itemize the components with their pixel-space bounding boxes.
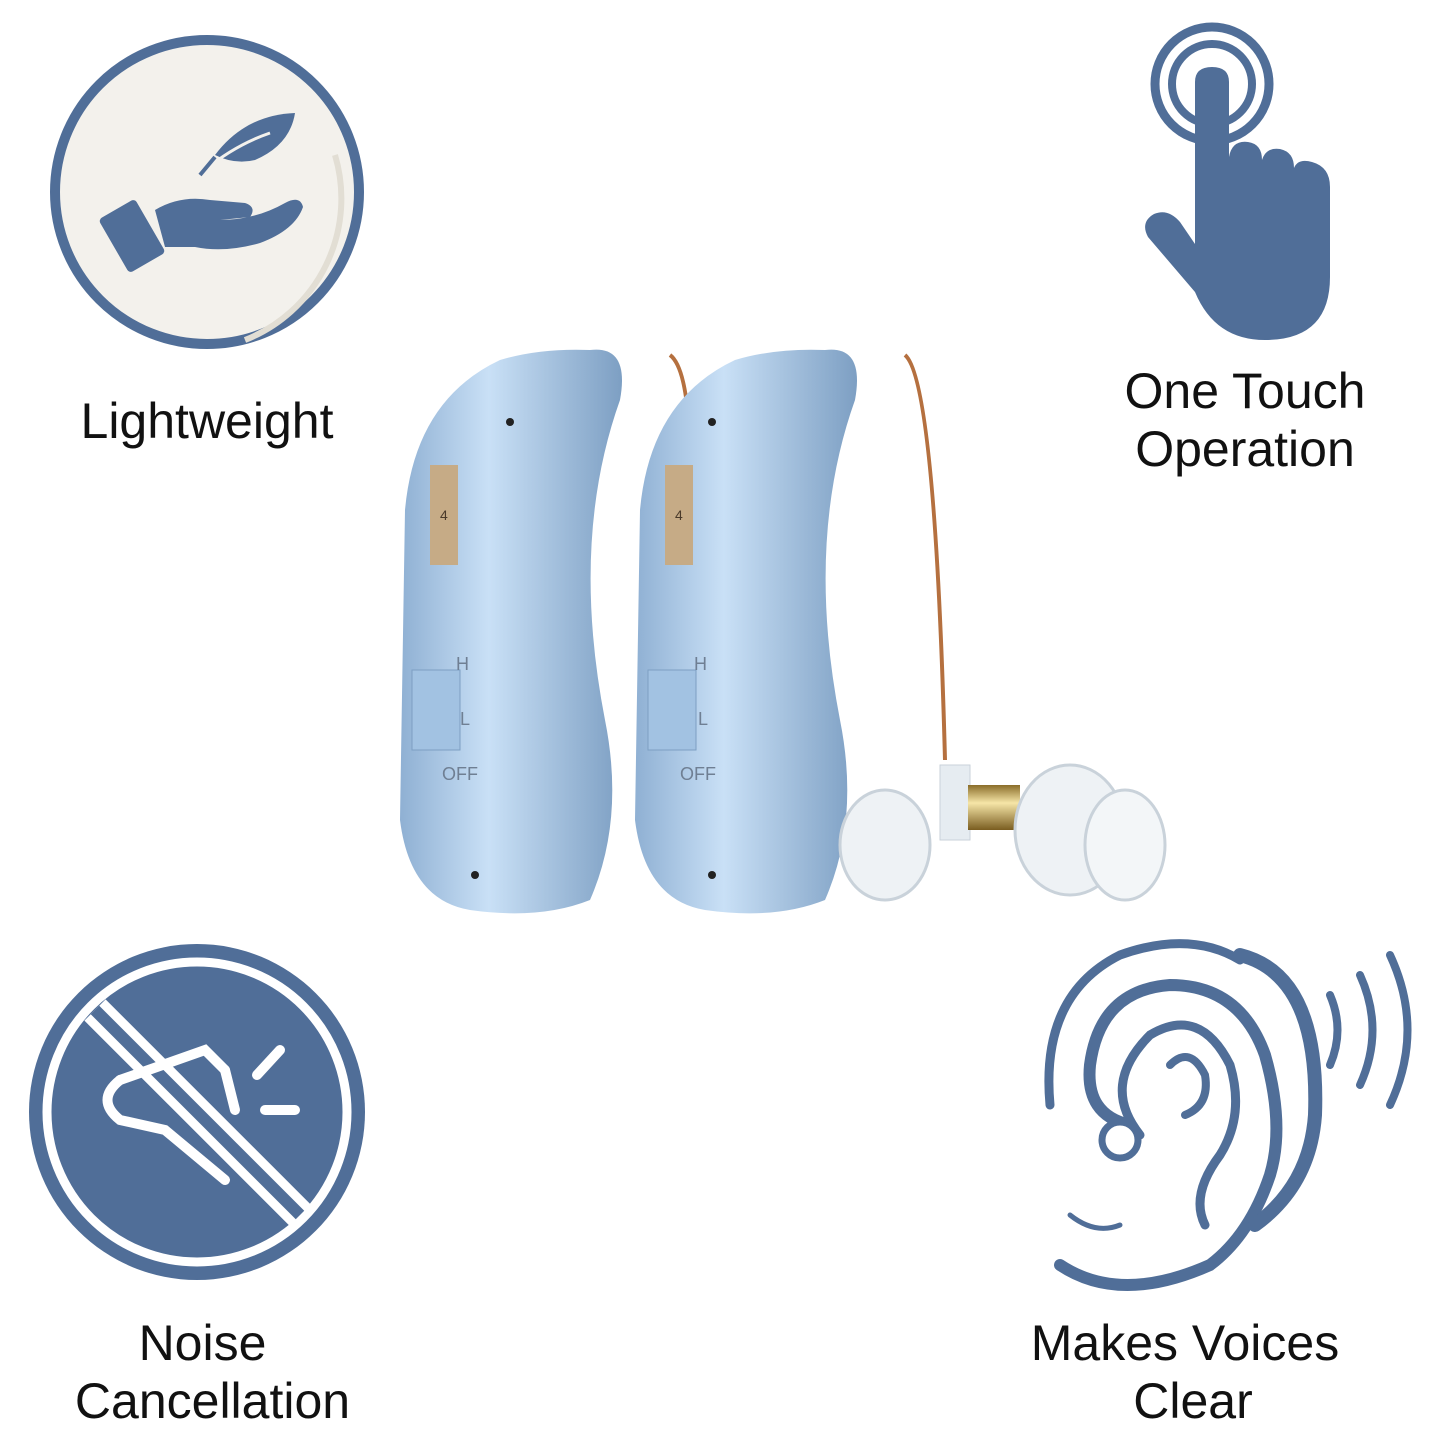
svg-text:L: L <box>460 709 470 729</box>
hand-feather-icon <box>50 35 364 349</box>
svg-text:4: 4 <box>675 507 683 523</box>
voices-label-line1: Makes Voices <box>1030 1315 1340 1371</box>
ear-hearing-aid-icon <box>1044 939 1412 1291</box>
svg-text:OFF: OFF <box>680 764 716 784</box>
noise-label-line1: Noise <box>138 1315 267 1371</box>
noise-label-line2: Cancellation <box>74 1373 351 1429</box>
svg-text:H: H <box>694 654 707 674</box>
lightweight-label: Lightweight <box>80 393 334 449</box>
svg-text:L: L <box>698 709 708 729</box>
one-touch-label-line1: One Touch <box>1124 363 1366 419</box>
hearing-aids-product-image: 4 H L OFF 4 H L OFF <box>400 349 1167 914</box>
svg-text:H: H <box>456 654 469 674</box>
finger-tap-icon <box>1145 22 1330 340</box>
voices-label-line2: Clear <box>1133 1373 1253 1429</box>
no-noise-icon <box>29 944 365 1280</box>
svg-text:4: 4 <box>440 507 448 523</box>
hearing-aid-left: 4 H L OFF <box>400 349 622 914</box>
hearing-aid-right: 4 H L OFF <box>635 349 857 914</box>
svg-text:OFF: OFF <box>442 764 478 784</box>
one-touch-label-line2: Operation <box>1135 421 1355 477</box>
